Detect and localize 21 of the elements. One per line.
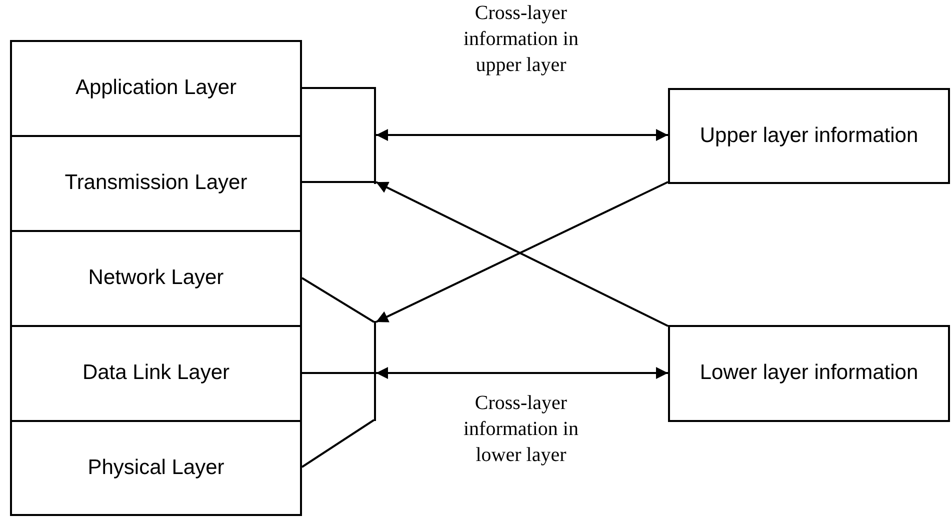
box-label: Physical Layer bbox=[88, 454, 224, 481]
layer-box bbox=[10, 325, 302, 422]
info-box bbox=[668, 88, 950, 184]
double-arrow bbox=[376, 367, 668, 379]
box-label: Application Layer bbox=[75, 75, 237, 102]
layer-box bbox=[10, 135, 302, 232]
layer-box bbox=[10, 40, 302, 137]
connector-line bbox=[302, 181, 374, 183]
connector-line bbox=[302, 87, 374, 89]
box-label: Data Link Layer bbox=[82, 360, 230, 386]
info-box bbox=[668, 325, 950, 422]
connector-line bbox=[302, 372, 374, 374]
box-label: Transmission Layer bbox=[64, 170, 248, 196]
double-arrow bbox=[376, 129, 668, 141]
box-label: Lower layer information bbox=[700, 360, 918, 386]
layer-box bbox=[10, 230, 302, 327]
connector-line bbox=[301, 419, 375, 468]
box-label: Network Layer bbox=[88, 265, 224, 292]
box-label: Upper layer information bbox=[700, 122, 918, 149]
connector-line bbox=[301, 277, 375, 323]
layer-box bbox=[10, 420, 302, 516]
